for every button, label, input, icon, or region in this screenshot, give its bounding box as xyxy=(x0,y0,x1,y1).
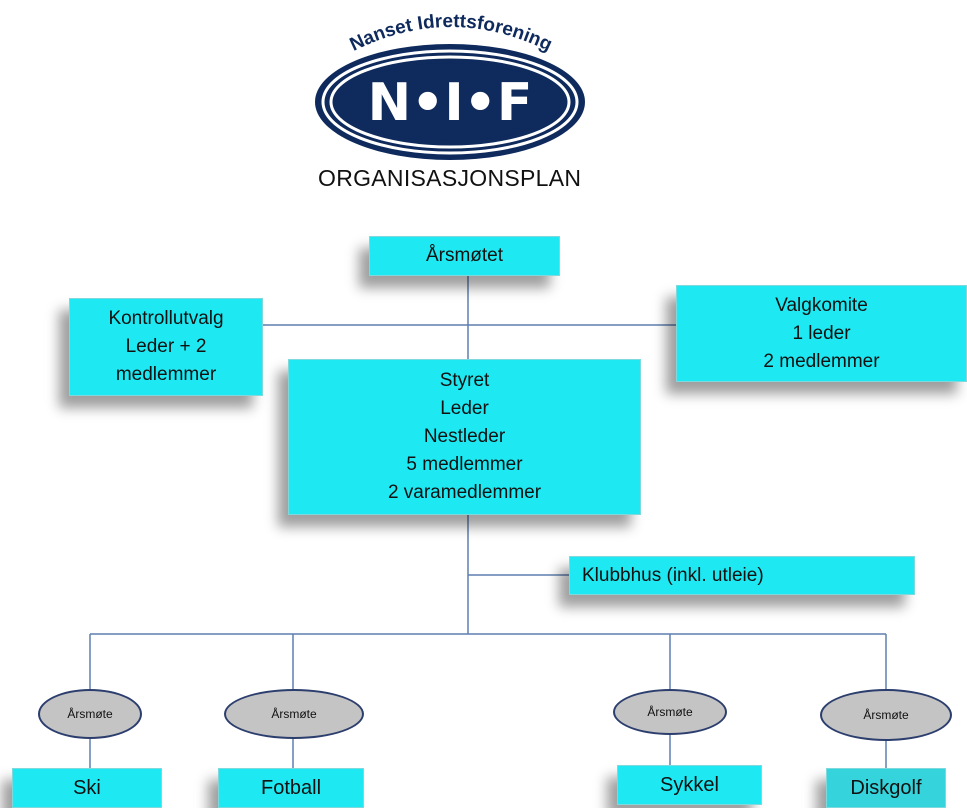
box-fotball: Fotball xyxy=(218,768,364,808)
diskgolf-label: Diskgolf xyxy=(850,777,922,799)
oval-arsmote-fotball: Årsmøte xyxy=(224,689,364,739)
kontrollutvalg-line-3: medlemmer xyxy=(115,364,217,385)
oval-arsmote-diskgolf: Årsmøte xyxy=(820,689,952,741)
oval-arsmote-sykkel: Årsmøte xyxy=(613,689,727,735)
oval-fotball-label: Årsmøte xyxy=(271,707,317,721)
box-diskgolf: Diskgolf xyxy=(826,768,946,808)
klubbhus-label: Klubbhus (inkl. utleie) xyxy=(582,564,764,586)
box-klubbhus: Klubbhus (inkl. utleie) xyxy=(569,556,915,595)
oval-diskgolf-label: Årsmøte xyxy=(863,708,909,722)
styret-line-4: 5 medlemmer xyxy=(406,454,523,475)
styret-line-5: 2 varamedlemmer xyxy=(387,482,542,503)
nif-logo: Nanset Idrettsforening N•I•F xyxy=(315,11,585,160)
box-sykkel: Sykkel xyxy=(617,765,762,805)
oval-arsmote-ski: Årsmøte xyxy=(38,689,142,739)
kontrollutvalg-line-2: Leder + 2 xyxy=(125,336,207,357)
page-title: ORGANISASJONSPLAN xyxy=(318,165,582,191)
box-styret: Styret Leder Nestleder 5 medlemmer 2 var… xyxy=(288,359,641,515)
oval-sykkel-label: Årsmøte xyxy=(647,705,693,719)
styret-line-3: Nestleder xyxy=(423,426,506,447)
valgkomite-line-2: 1 leder xyxy=(792,322,851,344)
arsmotet-label: Årsmøtet xyxy=(425,245,504,266)
oval-ski-label: Årsmøte xyxy=(67,707,113,721)
valgkomite-line-1: Valgkomite xyxy=(775,294,868,316)
fotball-label: Fotball xyxy=(260,777,322,799)
ski-label: Ski xyxy=(73,777,101,799)
valgkomite-line-3: 2 medlemmer xyxy=(763,350,880,372)
box-arsmotet: Årsmøtet xyxy=(369,236,560,276)
logo-acronym: N•I•F xyxy=(368,73,533,133)
kontrollutvalg-line-1: Kontrollutvalg xyxy=(108,308,224,329)
styret-line-1: Styret xyxy=(439,370,490,391)
styret-line-2: Leder xyxy=(440,398,489,419)
box-ski: Ski xyxy=(12,768,162,808)
box-kontrollutvalg: Kontrollutvalg Leder + 2 medlemmer xyxy=(69,298,263,396)
box-valgkomite: Valgkomite 1 leder 2 medlemmer xyxy=(676,285,967,382)
sykkel-label: Sykkel xyxy=(660,774,719,796)
